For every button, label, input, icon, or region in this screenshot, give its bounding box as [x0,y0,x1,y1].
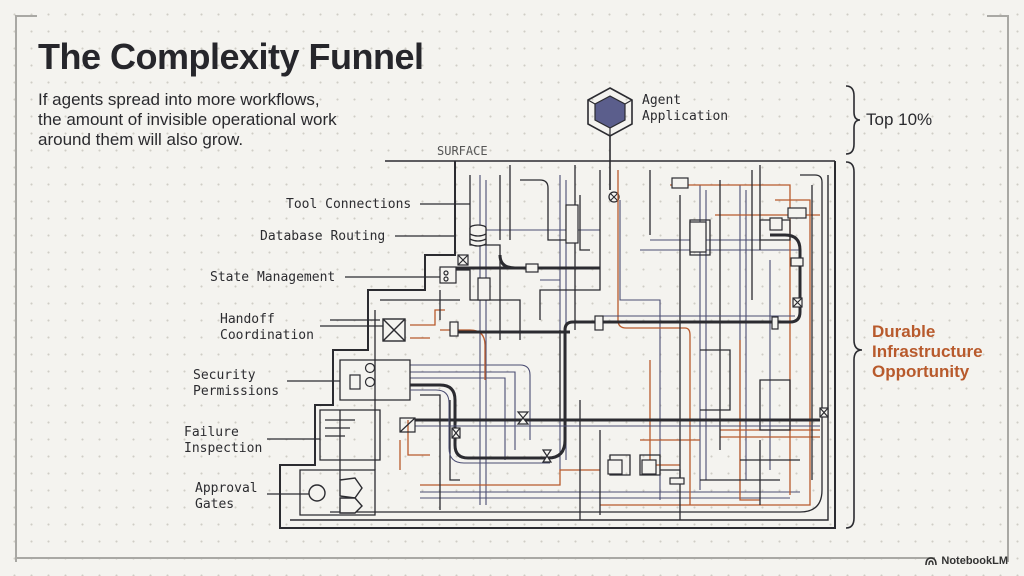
top-percent-label: Top 10% [866,110,933,129]
layer-label-approval-gates: Approval Gates [195,481,258,513]
leader-lines [267,203,470,495]
control-node-icon [477,177,807,475]
system-boundary [279,161,836,529]
subtitle-line: If agents spread into more workflows, [38,90,320,109]
layer-label-text: State Management [210,270,336,285]
agent-application-label: Agent Application [642,93,728,125]
failure-inspection-module-icon [325,417,416,437]
main-pipes [410,233,820,460]
layer-label-text: Handoff [220,312,275,327]
layer-label-database-routing: Database Routing [260,229,385,245]
state-management-switch-icon [439,266,457,284]
layer-label-handoff-coordination: Handoff Coordination [220,312,314,344]
layer-label-text: Permissions [193,384,280,399]
notebooklm-logo-icon [925,557,938,566]
approval-gate-icon [308,477,363,514]
durable-label-line: Opportunity [872,362,970,381]
subtitle-line: the amount of invisible operational work [38,110,337,129]
bottom-bracket [845,161,863,529]
layer-label-text: Approval [195,481,258,496]
top-bracket [845,85,861,155]
layer-label-failure-inspection: Failure Inspection [184,425,262,457]
durable-infrastructure-label: Durable Infrastructure Opportunity [872,322,983,382]
subtitle-line: around them will also grow. [38,130,244,149]
pipe-coupling-icon [449,257,804,485]
layer-label-text: Failure [184,425,239,440]
layer-label-text: Security [193,368,256,383]
layer-label-text: Tool Connections [286,197,412,212]
hexagon-cube-icon [587,87,633,137]
notebooklm-branding: NotebookLM [925,555,1008,567]
frame-bottom-rule [15,557,935,559]
layer-label-text: Coordination [220,328,314,343]
slide-subtitle: If agents spread into more workflows, th… [38,90,398,150]
security-controls-icon [349,362,376,390]
brand-label: NotebookLM [941,555,1008,567]
slide-title: The Complexity Funnel [38,36,424,77]
durable-label-line: Durable [872,322,936,341]
surface-label: SURFACE [437,144,488,158]
layer-label-text: Gates [195,497,235,512]
layer-label-text: Database Routing [260,229,386,244]
valve-icon [608,191,620,203]
frame-corner-top-left [15,15,37,562]
database-icon [469,224,487,247]
dark-conduits [299,165,823,520]
navy-conduits [410,175,800,505]
layer-label-text: Inspection [184,441,263,456]
agent-label-line: Application [642,109,729,124]
agent-label-line: Agent [642,93,682,108]
layer-label-tool-connections: Tool Connections [286,197,411,213]
pipe-outlines [410,315,820,464]
valve-icon [451,254,829,463]
layer-label-state-management: State Management [210,270,335,286]
frame-corner-top-right [987,15,1009,562]
handoff-junction-box-icon [382,318,406,342]
durable-label-line: Infrastructure [872,342,983,361]
layer-label-security-permissions: Security Permissions [193,368,279,400]
